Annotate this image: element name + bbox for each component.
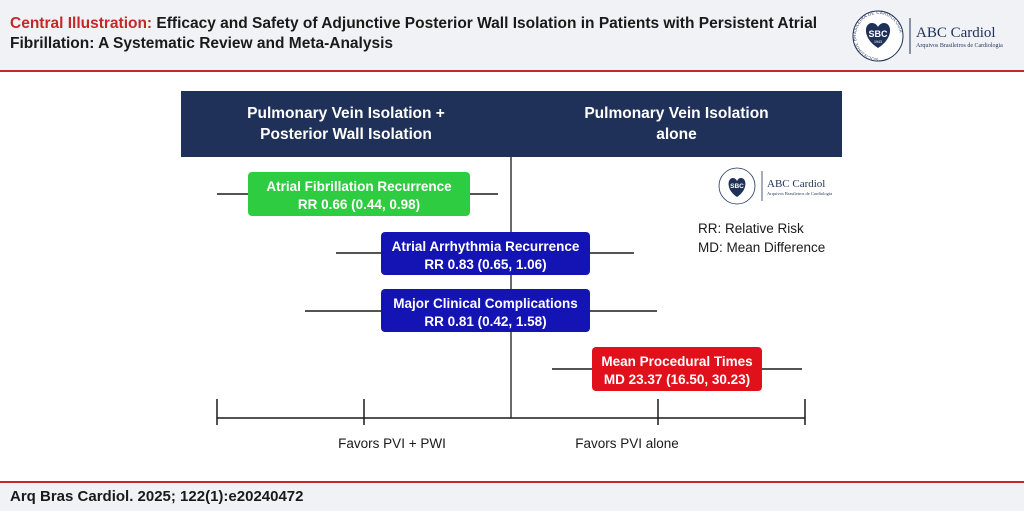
page-title: Central Illustration: Efficacy and Safet…: [10, 14, 840, 54]
title-text: Efficacy and Safety of Adjunctive Poster…: [10, 15, 818, 52]
outcome-label: Atrial Arrhythmia Recurrence: [392, 239, 580, 254]
banner-left: Pulmonary Vein Isolation + Posterior Wal…: [181, 103, 511, 147]
forest-plot: Favors PVI + PWI Favors PVI alone SBC AB…: [216, 157, 832, 451]
outcome-stat: RR 0.66 (0.44, 0.98): [298, 197, 420, 212]
footer: Arq Bras Cardiol. 2025; 122(1):e20240472: [0, 481, 1024, 511]
outcome-stat: MD 23.37 (16.50, 30.23): [604, 372, 750, 387]
seal-text: SBC: [868, 29, 888, 39]
axis-label-right: Favors PVI alone: [575, 436, 679, 451]
outcome-stat: RR 0.81 (0.42, 1.58): [424, 314, 546, 329]
outcome-rows: Atrial Fibrillation Recurrence RR 0.66 (0…: [217, 172, 802, 391]
group-banner: Pulmonary Vein Isolation + Posterior Wal…: [181, 91, 842, 157]
outcome-box: [381, 289, 590, 332]
legend-logo: SBC ABC Cardiol Arquivos Brasileiros de …: [718, 167, 832, 205]
svg-text:ABC Cardiol: ABC Cardiol: [767, 178, 825, 190]
outcome-label: Atrial Fibrillation Recurrence: [266, 179, 452, 194]
logo-subtext: Arquivos Brasileiros de Cardiologia: [916, 43, 1003, 49]
legend-rr: RR: Relative Risk: [698, 221, 804, 236]
svg-text:SBC: SBC: [730, 183, 744, 190]
heart-seal-icon: [728, 178, 746, 197]
axis-label-left: Favors PVI + PWI: [338, 436, 446, 451]
banner-right: Pulmonary Vein Isolation alone: [511, 103, 842, 147]
heart-seal-icon: [865, 23, 891, 48]
svg-text:Arquivos Brasileiros de Cardio: Arquivos Brasileiros de Cardiologia: [767, 191, 832, 196]
outcome-box: [381, 232, 590, 275]
seal-year: 1943: [874, 40, 882, 44]
logo-text: ABC Cardiol: [916, 25, 996, 41]
legend-md: MD: Mean Difference: [698, 240, 825, 255]
abc-cardiol-logo: SOCIEDADE BRASILEIRA DE CARDIOLOGIA SBC …: [852, 10, 1014, 62]
banner-right-line2: alone: [656, 126, 697, 143]
outcome-label: Major Clinical Complications: [393, 296, 578, 311]
header: Central Illustration: Efficacy and Safet…: [0, 0, 1024, 72]
central-illustration: Favors PVI + PWI Favors PVI alone SBC AB…: [0, 73, 1024, 481]
outcome-box: [592, 347, 762, 391]
title-accent: Central Illustration:: [10, 15, 153, 32]
citation: Arq Bras Cardiol. 2025; 122(1):e20240472: [10, 488, 304, 505]
banner-right-line1: Pulmonary Vein Isolation: [584, 105, 769, 122]
banner-left-line1: Pulmonary Vein Isolation +: [247, 105, 445, 122]
outcome-label: Mean Procedural Times: [601, 354, 752, 369]
outcome-stat: RR 0.83 (0.65, 1.06): [424, 257, 546, 272]
banner-left-line2: Posterior Wall Isolation: [260, 126, 432, 143]
outcome-box: [248, 172, 470, 216]
